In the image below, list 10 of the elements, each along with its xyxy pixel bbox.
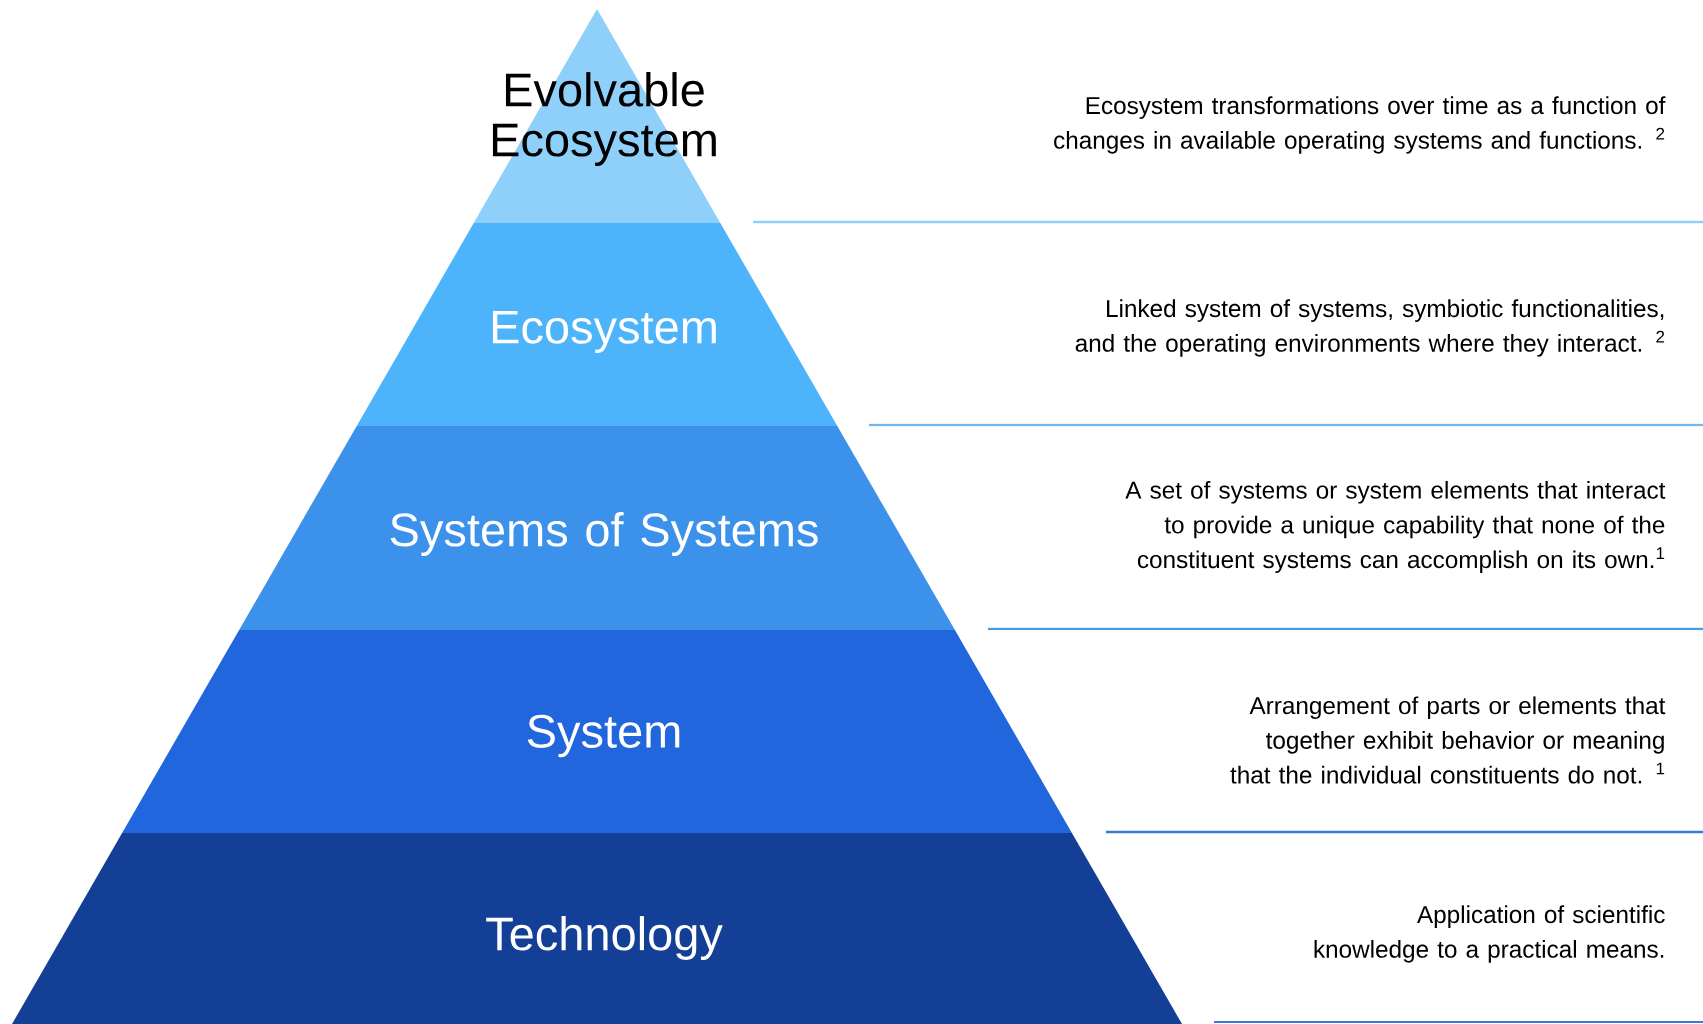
pyramid-tier: Evolvable Ecosystem [473, 9, 721, 223]
pyramid-tier: System [122, 630, 1072, 833]
description-text: Application of scientific knowledge to a practical means. [1314, 905, 1665, 963]
description-text: Arrangement of parts or elements that together exhibit behavior or meaning that the individual constituents do not. $^{1}$ [1230, 696, 1666, 784]
description-text: Ecosystem transformations over time as a function of changes in available operating systems and functions. $^{2}$ [1054, 96, 1666, 154]
pyramid-tier: Systems of Systems [239, 426, 955, 630]
pyramid-tier: Technology [12, 833, 1182, 1024]
description-text: Linked system of systems, symbiotic functionalities, and the operating environments where they interact. $^{2}$ [1075, 299, 1665, 357]
description-text: A set of systems or system elements that interact to provide a unique capability that none of the constituent systems can accomplish on its own.$^{1}$ [1125, 481, 1666, 573]
pyramid-tier: Ecosystem [356, 223, 838, 426]
